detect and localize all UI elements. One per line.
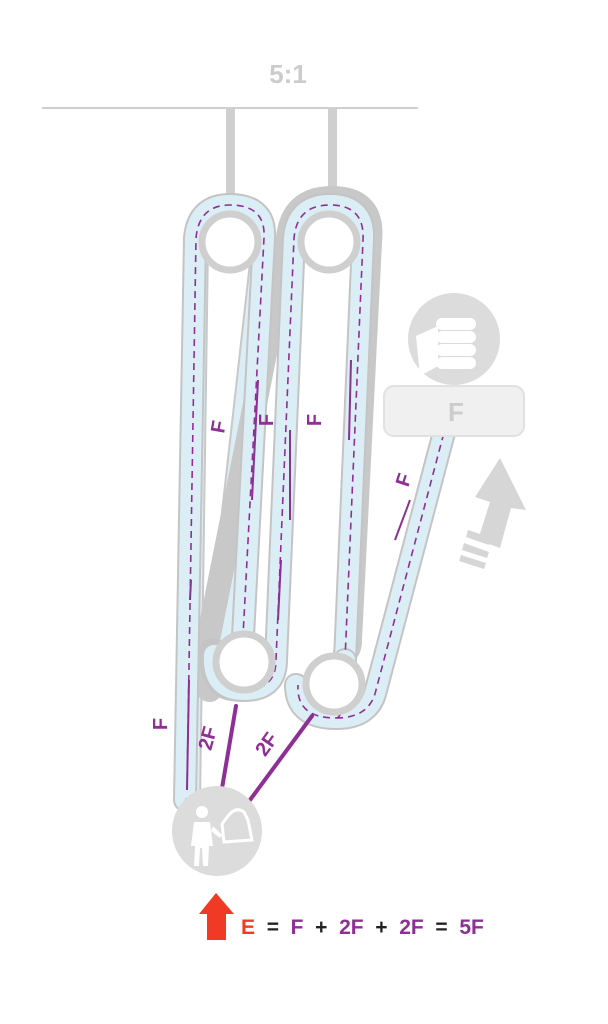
force-label-anchor-right: 2F (251, 729, 282, 761)
pulley-bottom-left (212, 630, 276, 694)
equation-term-3: 2F (399, 916, 424, 939)
force-path-dashed (186, 204, 447, 791)
pulley-bottom-right (302, 652, 366, 716)
pulleys (198, 210, 366, 716)
equation-term-1: F (291, 916, 304, 939)
force-label-rope-mid-a: F (256, 414, 278, 426)
force-label-rope-mid-b: F (304, 414, 326, 426)
strand-2f-right (248, 714, 314, 802)
equation-equals-2: = (430, 916, 454, 939)
equation-total: 5F (459, 916, 484, 939)
pull-handle-box (383, 385, 525, 437)
force-label-anchor-mid: 2F (195, 724, 222, 752)
fist-hand-icon (408, 293, 500, 385)
pull-direction-arrow-icon (459, 458, 526, 569)
pulley-top-right (297, 210, 361, 274)
equation-plus-1: + (309, 916, 333, 939)
force-path-solid (186, 359, 411, 791)
anchor-rod-left (226, 108, 235, 200)
force-label-anchor-left: F (150, 718, 172, 730)
strand-2f-left (218, 704, 238, 802)
effort-arrow-icon (199, 893, 234, 940)
equation: E = F + 2F + 2F = 5F (241, 916, 484, 939)
pull-box-label: F (448, 397, 464, 427)
diagram-title: 5:1 (269, 59, 307, 89)
equation-plus-2: + (369, 916, 393, 939)
equation-equals-1: = (261, 916, 285, 939)
equation-effort: E (241, 916, 255, 939)
force-label-rope-left: F (207, 419, 231, 435)
equation-term-2: 2F (339, 916, 364, 939)
force-label-rope-pull: F (392, 471, 417, 489)
climber-load-icon (172, 786, 262, 876)
pulley-top-left (198, 210, 262, 274)
anchor-rod-right (328, 108, 337, 200)
